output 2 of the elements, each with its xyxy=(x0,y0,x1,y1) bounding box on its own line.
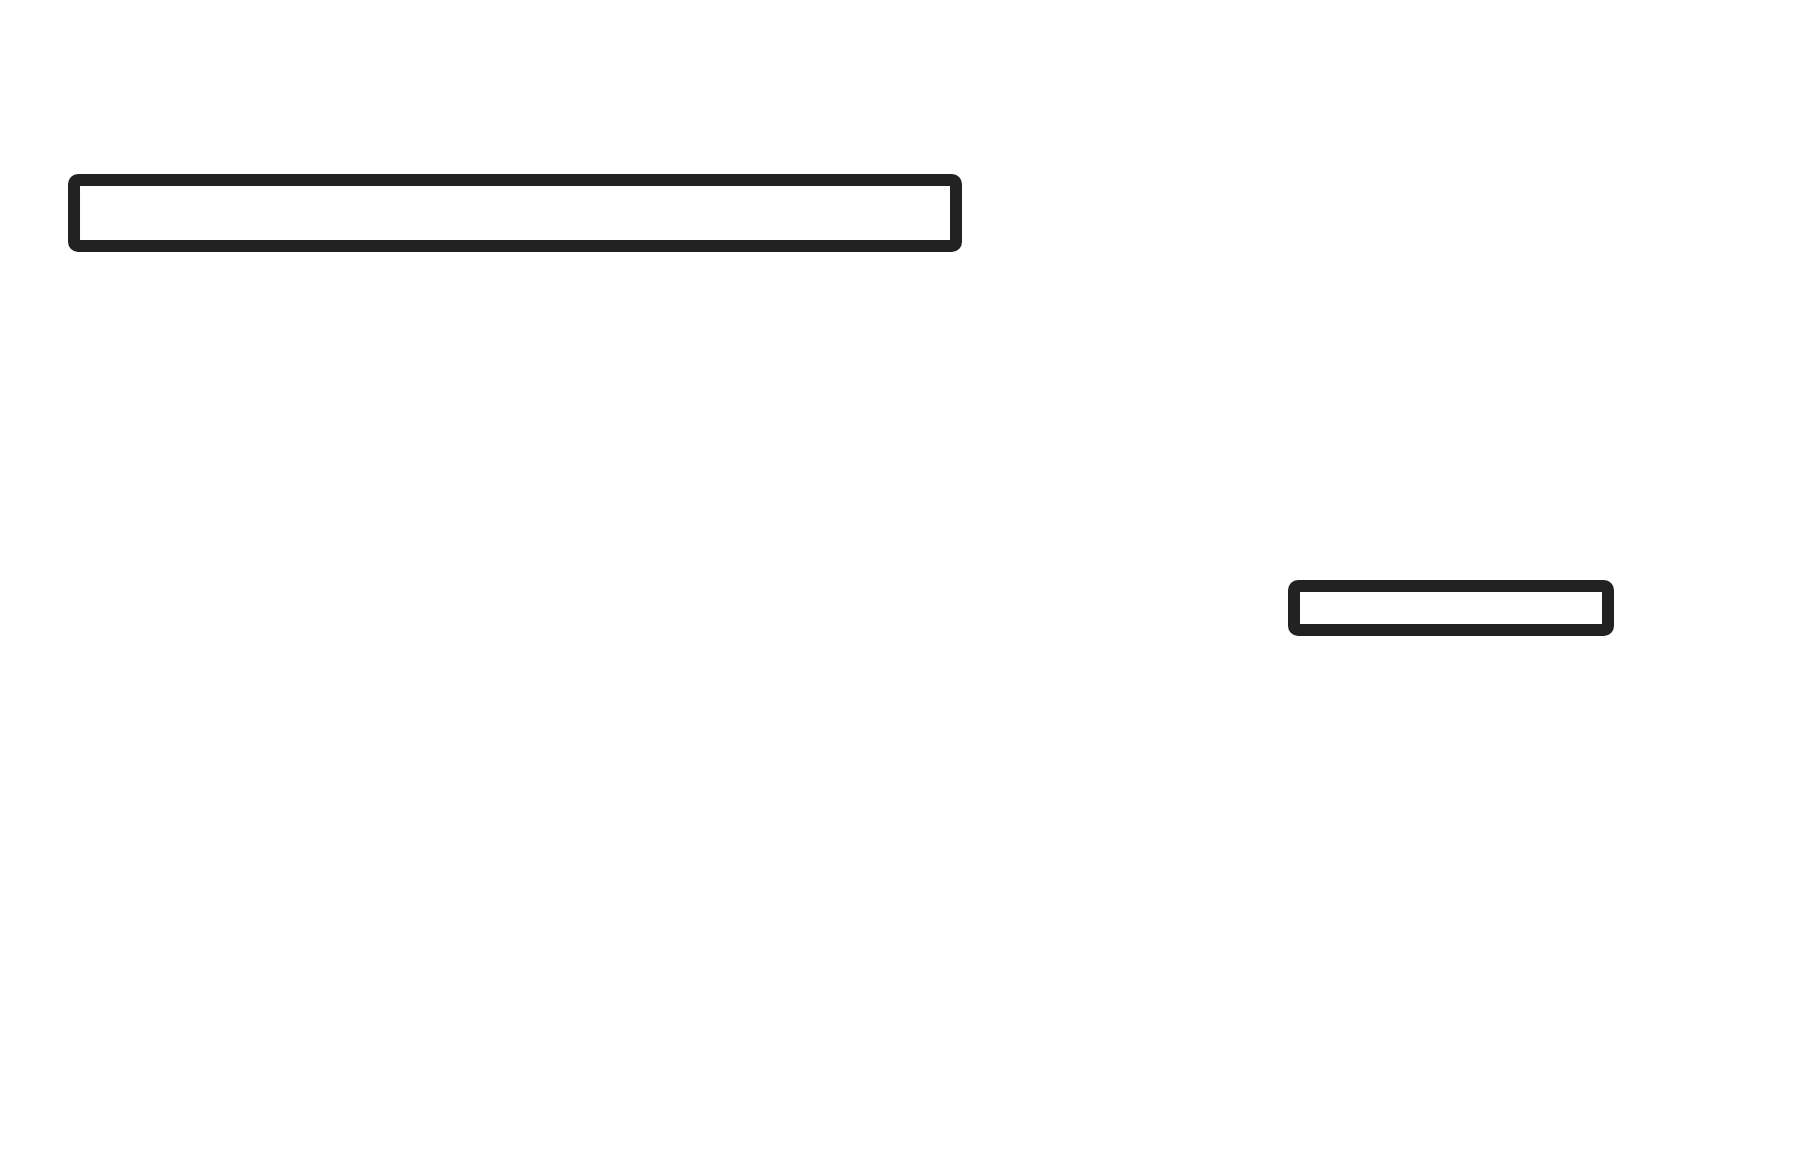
empty-box xyxy=(68,174,962,252)
empty-box xyxy=(1288,580,1614,636)
